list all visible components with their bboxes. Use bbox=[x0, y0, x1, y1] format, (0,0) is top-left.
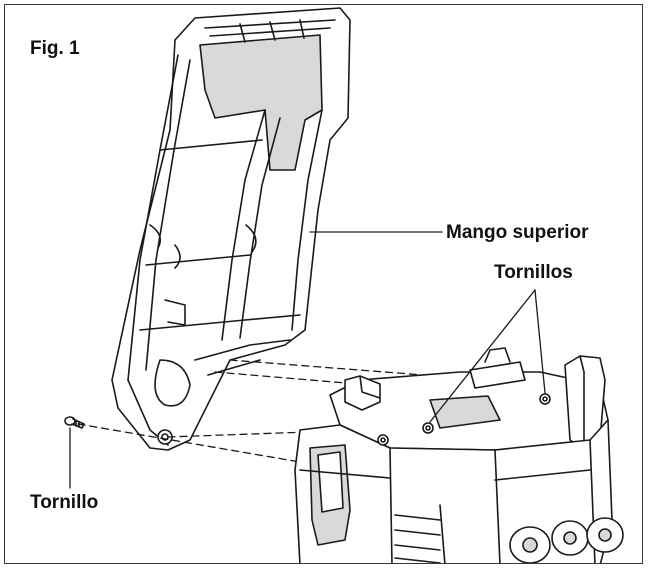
control-knobs bbox=[509, 517, 624, 563]
screws-callout: Tornillos bbox=[494, 262, 573, 283]
figure-label: Fig. 1 bbox=[30, 38, 80, 59]
screws-leader-right bbox=[534, 289, 546, 394]
loose-screw bbox=[64, 416, 85, 429]
base-unit bbox=[294, 347, 624, 563]
upper-handle-callout: Mango superior bbox=[446, 222, 589, 243]
screws-leader-left bbox=[429, 289, 536, 423]
upper-handle bbox=[111, 7, 351, 451]
screw-callout: Tornillo bbox=[30, 492, 99, 513]
